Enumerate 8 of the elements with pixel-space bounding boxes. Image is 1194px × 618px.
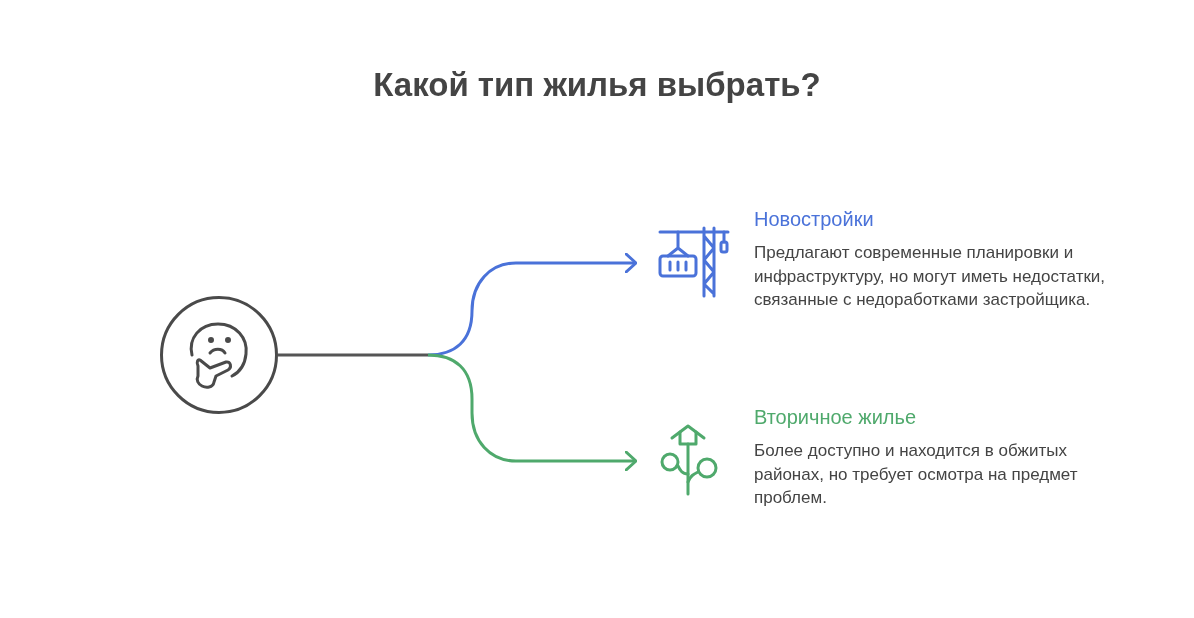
option-description: Предлагают современные планировки и инфраструктуру, но могут иметь недостатки, связанные с недоработками застройщика.: [754, 242, 1107, 311]
option-heading: Вторичное жилье: [754, 406, 918, 429]
arrow: [427, 353, 638, 472]
connector-line: [278, 353, 428, 357]
option-description: Более доступно и находится в обжитых районах, но требует осмотра на предмет проблем.: [754, 440, 1079, 509]
arrow: [427, 252, 638, 357]
option-heading: Новостройки: [754, 208, 875, 231]
title: Какой тип жилья выбрать?: [372, 66, 822, 104]
